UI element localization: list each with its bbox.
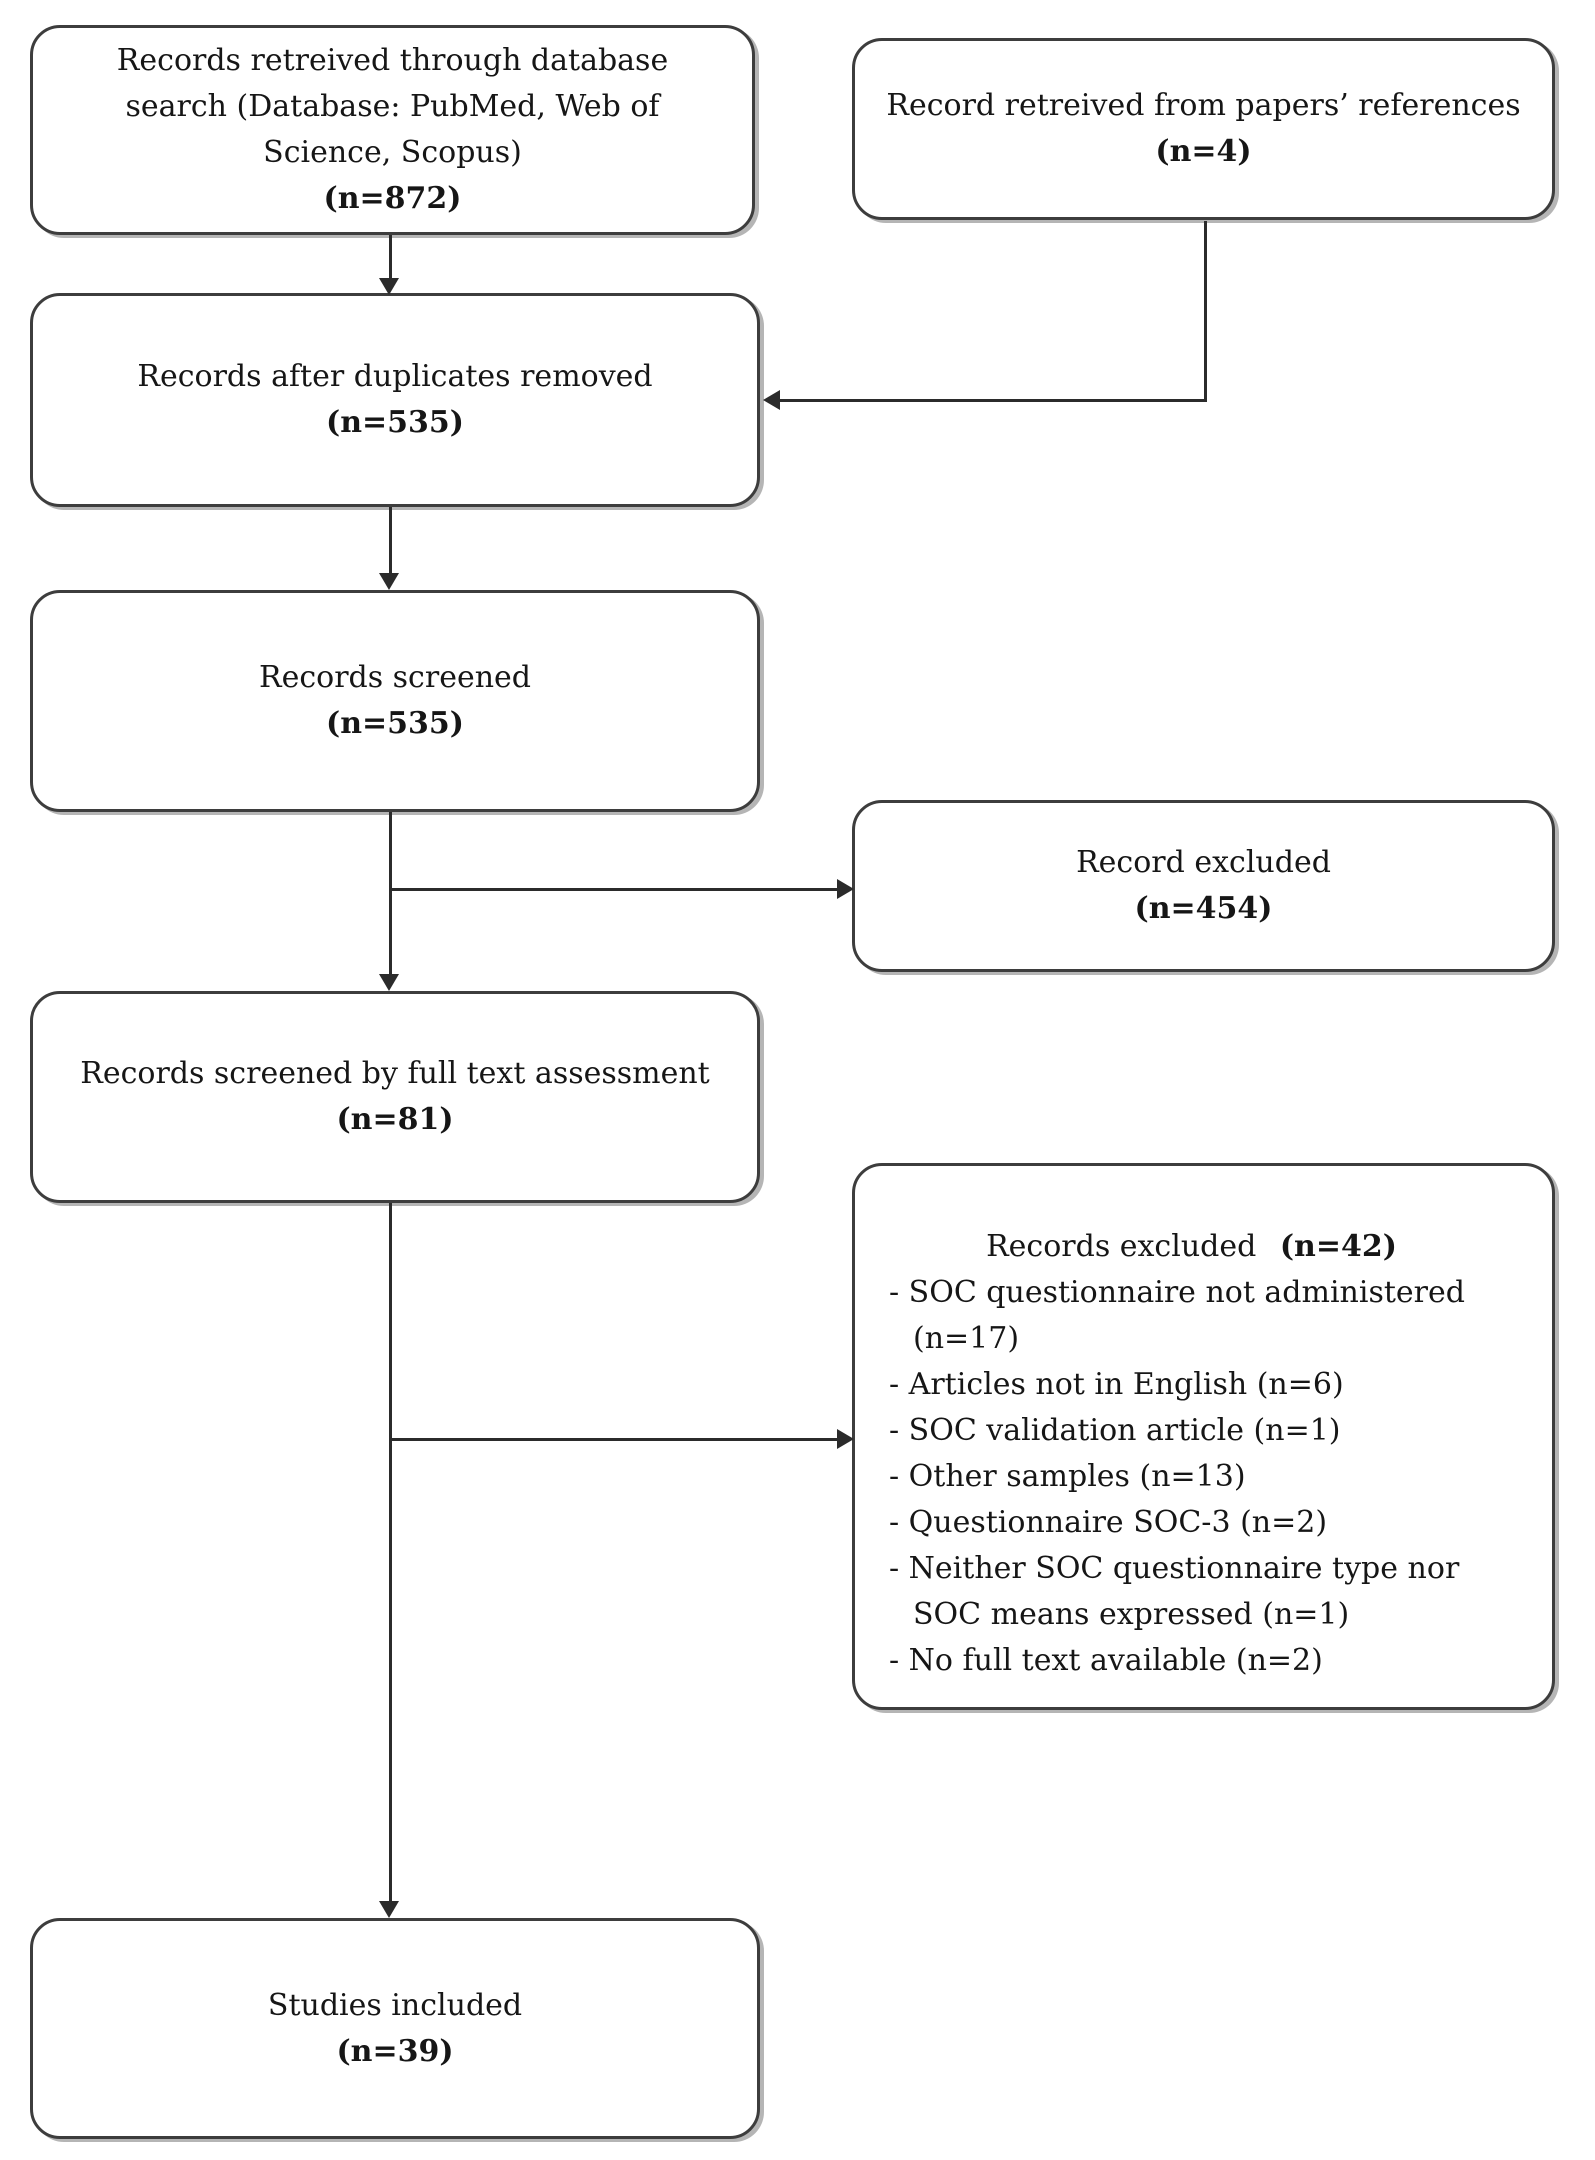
connector-fulltext-to-included-line [389,1203,392,1902]
connector-branch-records-excluded-line [391,1438,838,1441]
exclusion-reason: - Other samples (n=13) [889,1459,1246,1494]
exclusion-reason: - Neither SOC questionnaire type nor SOC… [889,1551,1460,1632]
box-studies-included-count: (n=39) [336,2033,454,2069]
exclusion-reason: - Articles not in English (n=6) [889,1367,1344,1402]
exclusion-reason: - SOC questionnaire not administered (n=… [889,1275,1465,1356]
box-duplicates-removed-count: (n=535) [326,405,464,440]
connector-branch-records-excluded-arrowhead [837,1429,854,1449]
box-duplicates-removed: Records after duplicates removed (n=535) [30,293,760,507]
box-paper-references: Record retreived from papers’ references… [852,38,1555,220]
box-record-excluded: Record excluded (n=454) [852,800,1555,972]
box-records-screened: Records screened (n=535) [30,590,760,812]
records-excluded-count: (n=42) [1279,1229,1397,1264]
box-fulltext-assessment-label: Records screened by full text assessment [80,1056,710,1091]
box-database-search-count: (n=872) [323,181,462,216]
box-records-screened-count: (n=535) [326,706,464,741]
exclusion-reason: - No full text available (n=2) [889,1643,1323,1678]
connector-branch-record-excluded-line [391,888,838,891]
connector-database-to-duplicates-line [389,235,392,279]
box-fulltext-assessment: Records screened by full text assessment… [30,991,760,1203]
connector-references-arrowhead [763,390,780,410]
box-fulltext-assessment-count: (n=81) [336,1102,454,1137]
exclusion-reason: - SOC validation article (n=1) [889,1413,1341,1448]
records-excluded-title: Records excluded [986,1229,1257,1264]
connector-branch-record-excluded-arrowhead [837,879,854,899]
box-database-search-line2: search (Database: PubMed, Web of [125,89,660,124]
box-database-search-line1: Records retreived through database [116,43,669,78]
connector-screened-to-fulltext-arrowhead [379,974,399,991]
connector-screened-to-fulltext-line [389,812,392,975]
box-studies-included-label: Studies included [267,1987,523,2023]
connector-database-to-duplicates-arrowhead [379,278,399,295]
connector-references-vertical-line [1204,221,1207,402]
box-duplicates-removed-label: Records after duplicates removed [137,359,653,394]
box-records-screened-label: Records screened [258,660,531,695]
box-paper-references-count: (n=4) [1155,134,1252,169]
connector-fulltext-to-included-arrowhead [379,1901,399,1918]
connector-references-horizontal-line [779,399,1207,402]
exclusion-reason: - Questionnaire SOC-3 (n=2) [889,1505,1328,1540]
records-excluded-title-row: Records excluded (n=42) [889,1224,1494,1270]
box-record-excluded-count: (n=454) [1134,891,1273,926]
box-studies-included: Studies included (n=39) [30,1918,760,2139]
box-database-search: Records retreived through database searc… [30,25,755,235]
box-database-search-line3: Science, Scopus) [263,135,522,170]
box-paper-references-label: Record retreived from papers’ references [886,88,1521,123]
connector-duplicates-to-screened-arrowhead [379,573,399,590]
connector-duplicates-to-screened-line [389,507,392,574]
box-records-excluded-reasons: Records excluded (n=42) - SOC questionna… [852,1163,1555,1710]
box-record-excluded-label: Record excluded [1076,845,1331,880]
